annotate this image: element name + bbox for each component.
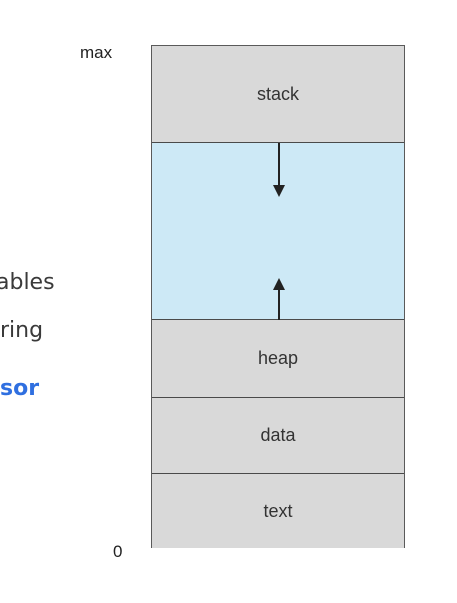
text-label: text: [263, 500, 293, 521]
free-space-segment: [152, 143, 404, 320]
stack-segment: stack: [152, 46, 404, 143]
heap-segment: heap: [152, 320, 404, 398]
text-segment: text: [152, 474, 404, 548]
heap-label: heap: [257, 348, 299, 368]
process-memory-layout: stack heap data text: [151, 45, 405, 548]
data-segment: data: [152, 398, 404, 474]
zero-address-label: 0: [113, 542, 123, 561]
arrow-up-icon: [273, 278, 285, 320]
stack-label: stack: [256, 83, 299, 104]
growth-arrows: [273, 143, 285, 320]
side-text-line-2: ring: [0, 318, 44, 343]
arrow-down-icon: [273, 143, 285, 197]
data-label: data: [260, 425, 296, 445]
max-address-label: max: [80, 43, 113, 62]
side-text-line-1: ables: [0, 270, 55, 295]
side-text-line-3: sor: [0, 376, 40, 401]
